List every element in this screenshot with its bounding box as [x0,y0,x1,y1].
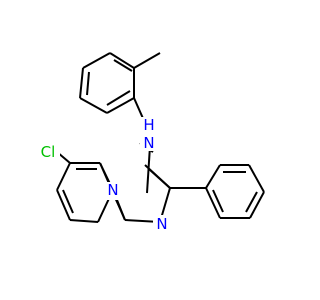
bond [69,219,99,223]
phenyl-ring [170,164,265,219]
label-knockout [153,215,171,233]
bond [56,189,71,221]
bond [109,52,135,69]
molecule-structure: N H N N Cl [36,52,265,233]
bond [82,52,111,69]
label-knockout [104,182,122,200]
bridgehead-nitrogen-label: N [107,181,118,199]
bond [248,164,265,193]
bond [212,189,224,213]
label-knockout [140,117,158,133]
bond [56,162,71,191]
amine-hydrogen-label: H [143,116,154,134]
bond [62,189,74,214]
bond [205,187,221,219]
bond [79,97,108,114]
bond [249,191,265,219]
bond [205,164,221,189]
chlorine-label: Cl [41,143,56,161]
imidazole-nitrogen-label: N [156,215,167,233]
bond [106,90,131,106]
bond [79,67,84,99]
bond [106,97,135,114]
bond [113,59,133,72]
bond [86,71,90,96]
bond [245,191,258,213]
label-knockout [36,143,60,161]
methyl-bond [133,52,161,69]
label-knockout [140,133,158,151]
amine-nitrogen-label: N [143,134,154,152]
bond [149,169,171,189]
